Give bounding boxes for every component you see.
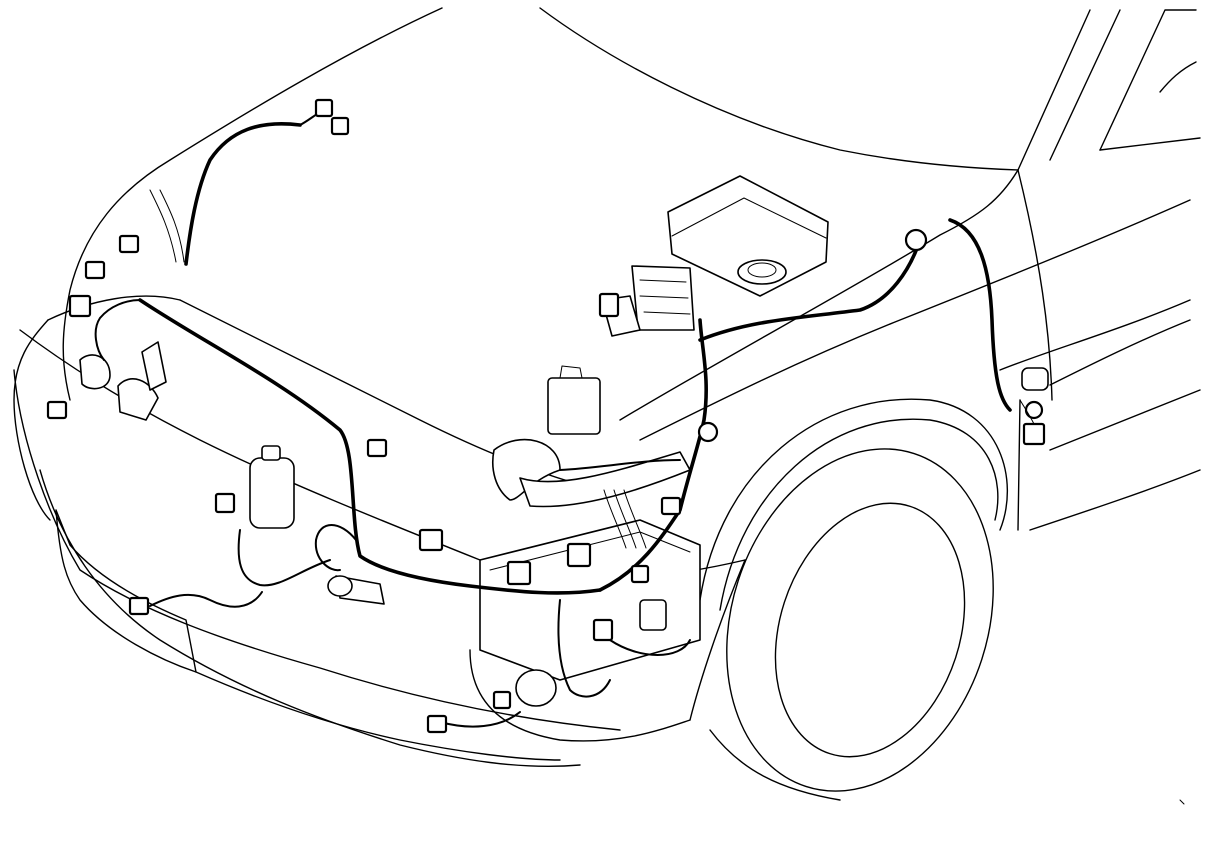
hood-edge-line (62, 7, 443, 401)
front-rim (774, 502, 966, 758)
grommet-side (1024, 400, 1044, 420)
reservoir-cap-inner (747, 262, 777, 278)
harness-fender (698, 238, 922, 342)
a-pillar (1017, 9, 1091, 171)
connector-mid-1 (366, 438, 388, 458)
left-wire-bundle (149, 189, 185, 263)
bumper-middle-line (13, 369, 621, 731)
connectors (46, 98, 1046, 734)
tire-ground (709, 729, 841, 801)
harness-fender-down (948, 218, 1012, 412)
car-body-outline (13, 7, 1201, 801)
relay-block-detail (639, 279, 691, 315)
front-face-left (13, 319, 51, 521)
reservoir-cap (737, 259, 787, 285)
bumper-bottom-line (195, 671, 561, 761)
wheel-arch-inner (719, 418, 999, 611)
harness-bay-lower (559, 459, 681, 471)
connector-bay-1 (630, 564, 650, 584)
harness-bumper (237, 529, 331, 587)
connector-bumper (128, 596, 150, 616)
connector-fender (1022, 422, 1046, 446)
headlight-line (179, 299, 601, 491)
connector-lower-1 (426, 714, 448, 734)
connector-mid-2 (418, 528, 444, 552)
connector-left-4 (46, 400, 68, 420)
connector-washer (214, 492, 236, 514)
fog-lamp-bracket (141, 341, 167, 391)
connector-mid-4 (566, 542, 592, 568)
wiring-harness (94, 107, 1012, 728)
fender-rear-edge (1017, 169, 1053, 401)
pump-motor (515, 669, 557, 707)
harness-main-front (138, 298, 602, 595)
rocker-line (1029, 469, 1201, 531)
fender-clip-wire (1019, 399, 1035, 425)
fender-lower (689, 559, 746, 721)
hood-front-edge (47, 295, 181, 321)
connector-bay-2 (660, 496, 682, 516)
front-tire (726, 448, 994, 792)
connector-hood-1 (314, 98, 334, 118)
control-module (547, 377, 601, 435)
module-tab (559, 365, 583, 379)
side-marker (1021, 367, 1049, 391)
connector-lower-2 (492, 690, 512, 710)
connector-mid-3 (506, 560, 532, 586)
body-side-line-2 (1049, 389, 1201, 451)
connector-relay (598, 292, 620, 318)
engine-bay-components (79, 175, 829, 707)
bay-wire-bundle (603, 489, 647, 549)
fender-line-lower (999, 299, 1191, 371)
a-pillar-inner (1049, 9, 1121, 161)
harness-headlamp (94, 299, 141, 361)
harness-lower-left (439, 711, 521, 728)
washer-reservoir (249, 457, 295, 529)
connector-lower-3 (592, 618, 614, 642)
bumper-lower-line (39, 469, 581, 767)
harness-lower-bay (557, 599, 611, 698)
air-cleaner-box (667, 175, 829, 297)
detail-strokes (149, 189, 1185, 805)
battery-box (479, 519, 701, 681)
splash-shield (469, 649, 691, 742)
tire-tread-mark (1179, 799, 1185, 805)
coil-end (327, 575, 353, 597)
door-front-edge (1017, 399, 1021, 531)
hood-side-crease (619, 169, 1019, 421)
air-cleaner-lid (671, 197, 827, 239)
fender-line (639, 199, 1191, 441)
connector-left-1 (118, 234, 140, 254)
sensor-bracket (639, 599, 667, 631)
harness-left-loop (314, 524, 357, 572)
wheel-arch (699, 398, 1008, 601)
harness-cowl (184, 121, 302, 266)
grommet-fender (904, 228, 928, 252)
harness-engine-bay (598, 318, 708, 592)
hood-centerline-back (539, 7, 1019, 171)
door-frame (1099, 9, 1197, 151)
connector-left-3 (68, 294, 92, 318)
mirror (1159, 61, 1197, 93)
harness-side-loop (609, 639, 691, 656)
headlight-bulb (79, 354, 111, 390)
body-side-line (1049, 319, 1191, 386)
washer-cap (261, 445, 281, 461)
door-frame-edge (1099, 137, 1201, 151)
connector-hood-2 (330, 116, 350, 136)
horn (117, 378, 159, 421)
grommet-bay (697, 421, 719, 443)
license-recess (55, 509, 197, 673)
harness-bumper-low (149, 591, 263, 608)
connector-left-2 (84, 260, 106, 280)
